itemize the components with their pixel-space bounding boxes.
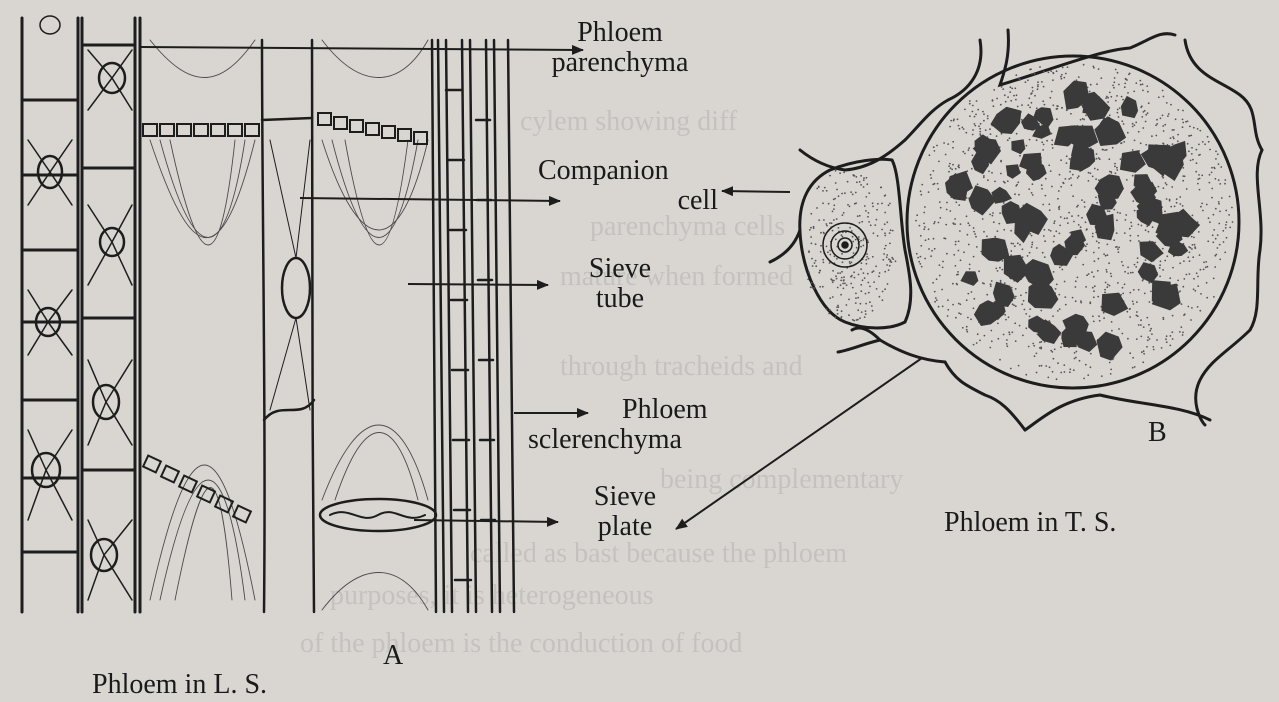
svg-text:of the phloem is the conductio: of the phloem is the conduction of food — [300, 628, 742, 659]
svg-text:called as bast because the phl: called as bast because the phloem — [470, 538, 847, 569]
arrow-companion-cell-b — [722, 191, 790, 192]
parenchyma-nuclei — [28, 16, 132, 600]
label-sieve-tube-line2: tube — [565, 284, 675, 314]
companion-cell-nucleus-rings — [823, 223, 867, 267]
phloem-ts-diagram — [770, 30, 1262, 430]
svg-text:through tracheids and: through tracheids and — [560, 351, 803, 382]
sieve-tube-plastids — [945, 81, 1200, 361]
diagram-b-letter: B — [1148, 418, 1167, 448]
label-companion-cell: Companion cell — [538, 156, 718, 216]
sieve-plate-beads — [143, 113, 427, 522]
label-sieve-tube: Sieve tube — [565, 254, 675, 314]
sclerenchyma-walls — [438, 40, 514, 612]
arrow-sieve-tube — [408, 284, 548, 285]
label-companion-cell-line1: Companion — [538, 156, 718, 186]
label-sieve-plate: Sieve plate — [570, 482, 680, 542]
arrow-phloem-parenchyma — [140, 47, 583, 50]
diagram-a-caption: Phloem in L. S. — [92, 670, 267, 700]
label-phloem-parenchyma-line1: Phloem — [520, 18, 720, 48]
label-phloem-sclerenchyma: Phloem sclerenchyma — [528, 395, 748, 455]
label-phloem-sclerenchyma-line1: Phloem — [528, 395, 748, 425]
phloem-ls-diagram — [22, 16, 514, 612]
parenchyma-cells — [22, 18, 140, 612]
svg-text:cylem showing diff: cylem showing diff — [520, 106, 738, 137]
diagram-a-letter: A — [383, 641, 403, 671]
label-phloem-sclerenchyma-line2: sclerenchyma — [528, 425, 748, 455]
arrow-companion-cell-a — [300, 198, 560, 201]
label-sieve-plate-line2: plate — [570, 512, 680, 542]
svg-text:being complementary: being complementary — [660, 464, 903, 495]
label-phloem-parenchyma: Phloem parenchyma — [520, 18, 720, 78]
companion-cell-nucleus — [282, 258, 310, 318]
diagram-b-caption: Phloem in T. S. — [944, 508, 1116, 538]
label-phloem-parenchyma-line2: parenchyma — [520, 48, 720, 78]
label-sieve-tube-line1: Sieve — [565, 254, 675, 284]
label-companion-cell-line2: cell — [538, 186, 718, 216]
label-sieve-plate-line1: Sieve — [570, 482, 680, 512]
